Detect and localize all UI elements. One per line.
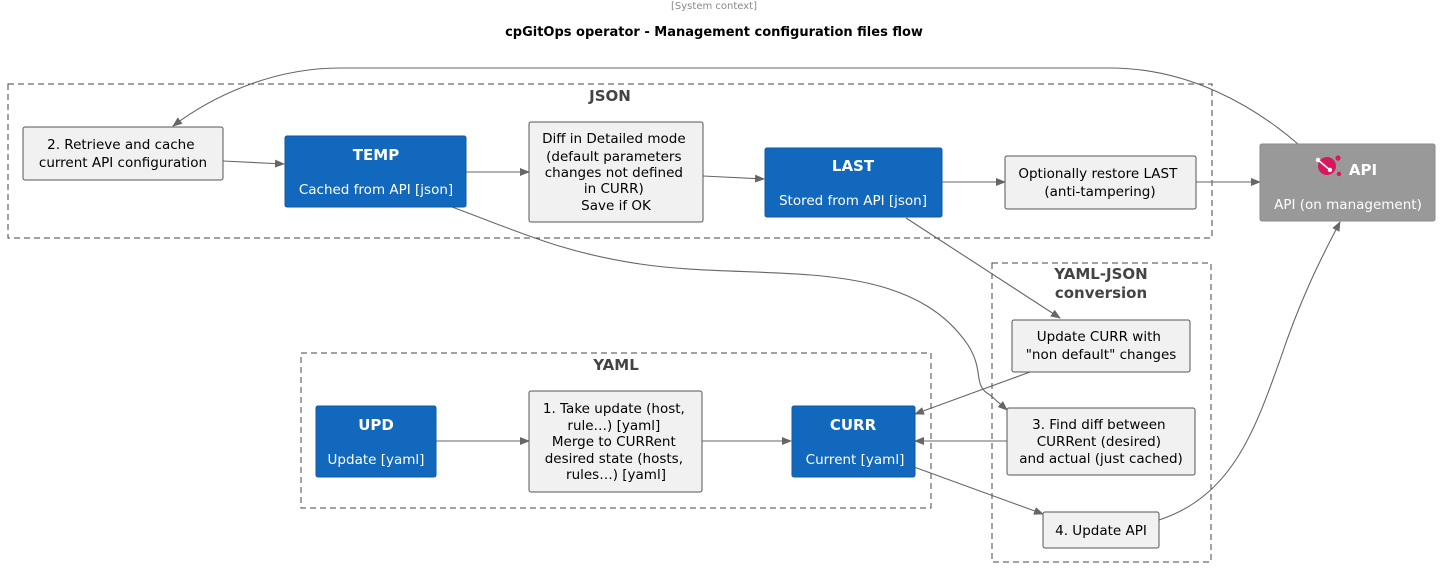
edge-curr-to-update-api — [913, 466, 1044, 515]
diff-line: changes not defined — [545, 165, 683, 181]
update-curr-line: Update CURR with — [1037, 329, 1161, 345]
restore-line: Optionally restore LAST — [1018, 166, 1178, 182]
svg-text:Optionally restore LAST: Optionally restore LAST (anti-tampering) — [1018, 166, 1181, 200]
curr-container-node: CURR Current [yaml] — [791, 405, 916, 478]
update-api-step-node: 4. Update API — [1042, 511, 1160, 549]
edge-retrieve-to-temp — [222, 159, 285, 168]
restore-step-node: Optionally restore LAST (anti-tampering) — [1004, 155, 1197, 210]
api-external-node: API API (on management) — [1259, 143, 1436, 222]
svg-text:1. Take update (host, ru: 1. Take update (host, rule…) [yaml] Merg… — [543, 401, 689, 483]
yaml-json-boundary-label-line2: conversion — [1055, 284, 1147, 302]
take-update-line: rules…) [yaml] — [566, 467, 666, 483]
take-update-line: 1. Take update (host, — [543, 401, 685, 417]
svg-text:Diff in Detailed mode (d: Diff in Detailed mode (default parameter… — [542, 131, 690, 214]
update-curr-step-node: Update CURR with "non default" changes — [1011, 319, 1191, 373]
retrieve-line: current API configuration — [39, 155, 207, 171]
find-diff-step-node: 3. Find diff between CURRent (desired) a… — [1006, 407, 1196, 476]
json-boundary-label: JSON — [588, 87, 631, 105]
update-curr-line: "non default" changes — [1026, 347, 1177, 363]
find-diff-line: and actual (just cached) — [1019, 451, 1183, 467]
diff-step-node: Diff in Detailed mode (default parameter… — [528, 121, 704, 223]
upd-subtitle: Update [yaml] — [328, 452, 425, 468]
temp-container-node: TEMP Cached from API [json] — [284, 135, 467, 208]
temp-title: TEMP — [353, 146, 399, 164]
diff-line: Save if OK — [581, 198, 652, 214]
find-diff-line: CURRent (desired) — [1037, 434, 1161, 450]
curr-subtitle: Current [yaml] — [806, 452, 905, 468]
upd-title: UPD — [358, 416, 394, 434]
json-boundary: JSON — [7, 83, 1213, 239]
yaml-json-boundary-label-line1: YAML-JSON — [1053, 265, 1147, 283]
take-update-step-node: 1. Take update (host, rule…) [yaml] Merg… — [528, 390, 703, 493]
yaml-boundary-label: YAML — [592, 356, 639, 374]
diff-line: in CURR) — [584, 181, 644, 197]
temp-subtitle: Cached from API [json] — [299, 182, 453, 198]
last-container-node: LAST Stored from API [json] — [764, 147, 943, 218]
upd-container-node: UPD Update [yaml] — [315, 405, 437, 478]
edge-api-to-retrieve — [172, 67, 1299, 145]
take-update-line: desired state (hosts, — [545, 451, 683, 467]
retrieve-step-node: 2. Retrieve and cache current API config… — [22, 126, 224, 181]
api-title: API — [1349, 161, 1377, 179]
edge-diff-to-last — [702, 174, 765, 183]
last-title: LAST — [832, 157, 875, 175]
edge-temp-to-find-diff — [451, 206, 1008, 411]
yaml-json-boundary: YAML-JSON conversion — [991, 262, 1212, 563]
diff-line: Diff in Detailed mode — [542, 131, 686, 147]
svg-text:3. Find diff between CUR: 3. Find diff between CURRent (desired) a… — [1019, 417, 1183, 467]
yaml-boundary: YAML — [300, 352, 932, 509]
edge-last-to-update-curr — [905, 217, 1061, 319]
svg-text:2. Retrieve and cache cu: 2. Retrieve and cache current API config… — [39, 137, 207, 171]
diagram-caption: [System context] — [671, 1, 757, 12]
update-api-line: 4. Update API — [1055, 523, 1147, 539]
api-subtitle: API (on management) — [1274, 197, 1422, 213]
diagram-title: cpGitOps operator - Management configura… — [505, 25, 923, 40]
diff-line: (default parameters — [546, 149, 681, 165]
take-update-line: rule…) [yaml] — [567, 418, 660, 434]
retrieve-line: 2. Retrieve and cache — [47, 137, 194, 153]
take-update-line: Merge to CURRent — [552, 434, 676, 450]
edge-update-curr-to-curr — [914, 371, 1031, 415]
curr-title: CURR — [830, 416, 877, 434]
find-diff-line: 3. Find diff between — [1032, 417, 1165, 433]
api-network-icon — [1315, 155, 1342, 177]
edge-update-api-to-api — [1158, 221, 1341, 521]
edges — [172, 67, 1341, 521]
svg-text:Update CURR with "non de: Update CURR with "non default" changes — [1026, 329, 1177, 363]
restore-line: (anti-tampering) — [1044, 184, 1155, 200]
last-subtitle: Stored from API [json] — [779, 193, 927, 209]
